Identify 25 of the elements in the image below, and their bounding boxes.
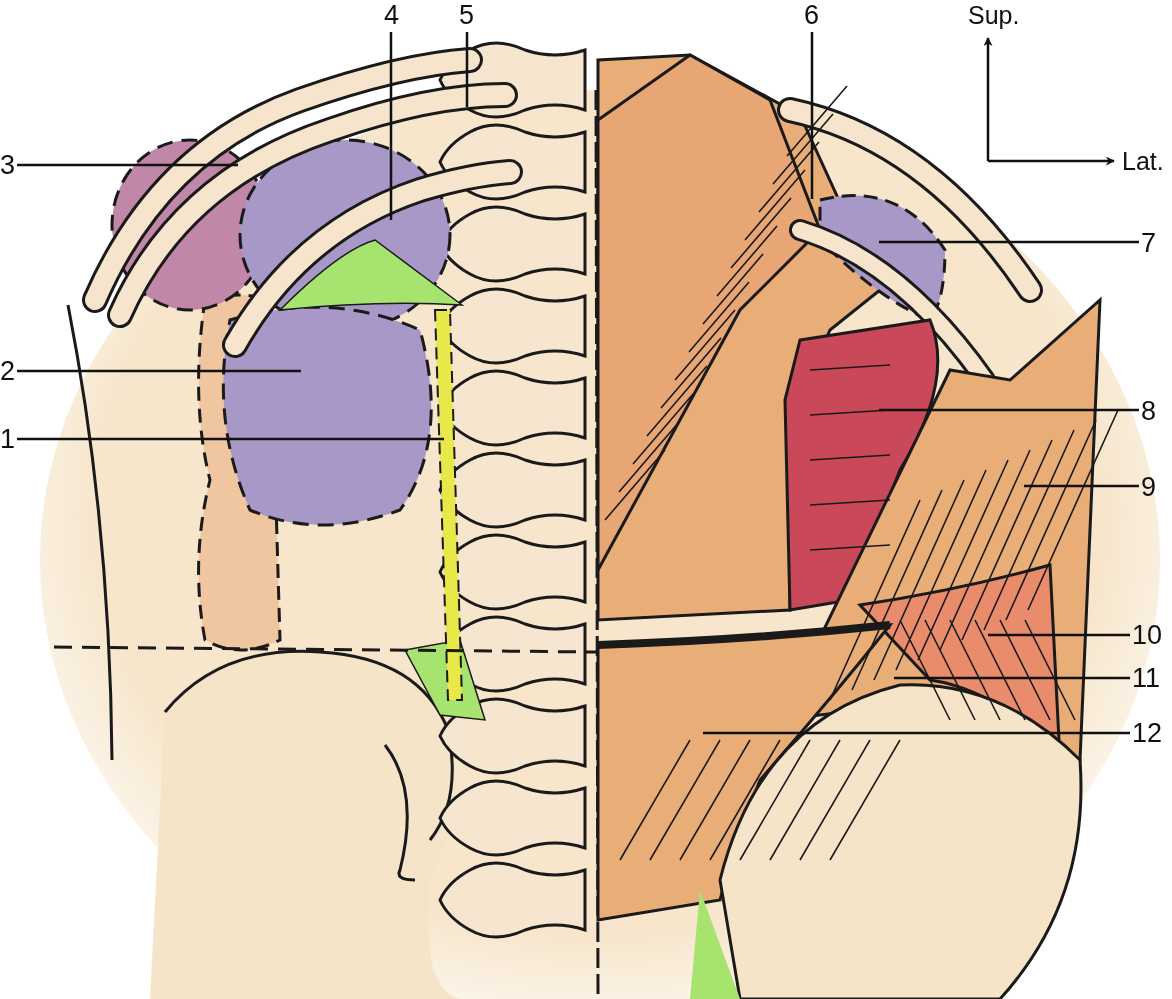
leader-line: [879, 240, 1139, 244]
leader-line: [879, 408, 1139, 412]
callout-number: 2: [0, 356, 16, 386]
leader-line: [1024, 484, 1139, 488]
leader-line: [703, 731, 1130, 735]
callout-number: 10: [1132, 620, 1163, 650]
callout-number: 12: [1132, 718, 1163, 748]
direction-label: Lat.: [1122, 146, 1164, 176]
callout-number: 11: [1132, 663, 1161, 693]
callout-number: 1: [0, 424, 16, 454]
leader-line: [894, 676, 1130, 680]
direction-label: Sup.: [968, 0, 1020, 30]
callout-number: 4: [384, 0, 400, 30]
leader-line: [810, 32, 814, 199]
callout-number: 3: [0, 150, 16, 180]
callout-number: 6: [804, 0, 820, 30]
leader-line: [17, 163, 238, 167]
callout-number: 5: [459, 0, 475, 30]
leader-line: [988, 633, 1130, 637]
callout-number: 9: [1141, 472, 1157, 502]
leader-line: [389, 32, 393, 220]
callout-number: 7: [1141, 228, 1157, 258]
callout-number: 8: [1141, 396, 1157, 426]
leader-line: [17, 369, 301, 373]
leader-line: [17, 437, 444, 441]
